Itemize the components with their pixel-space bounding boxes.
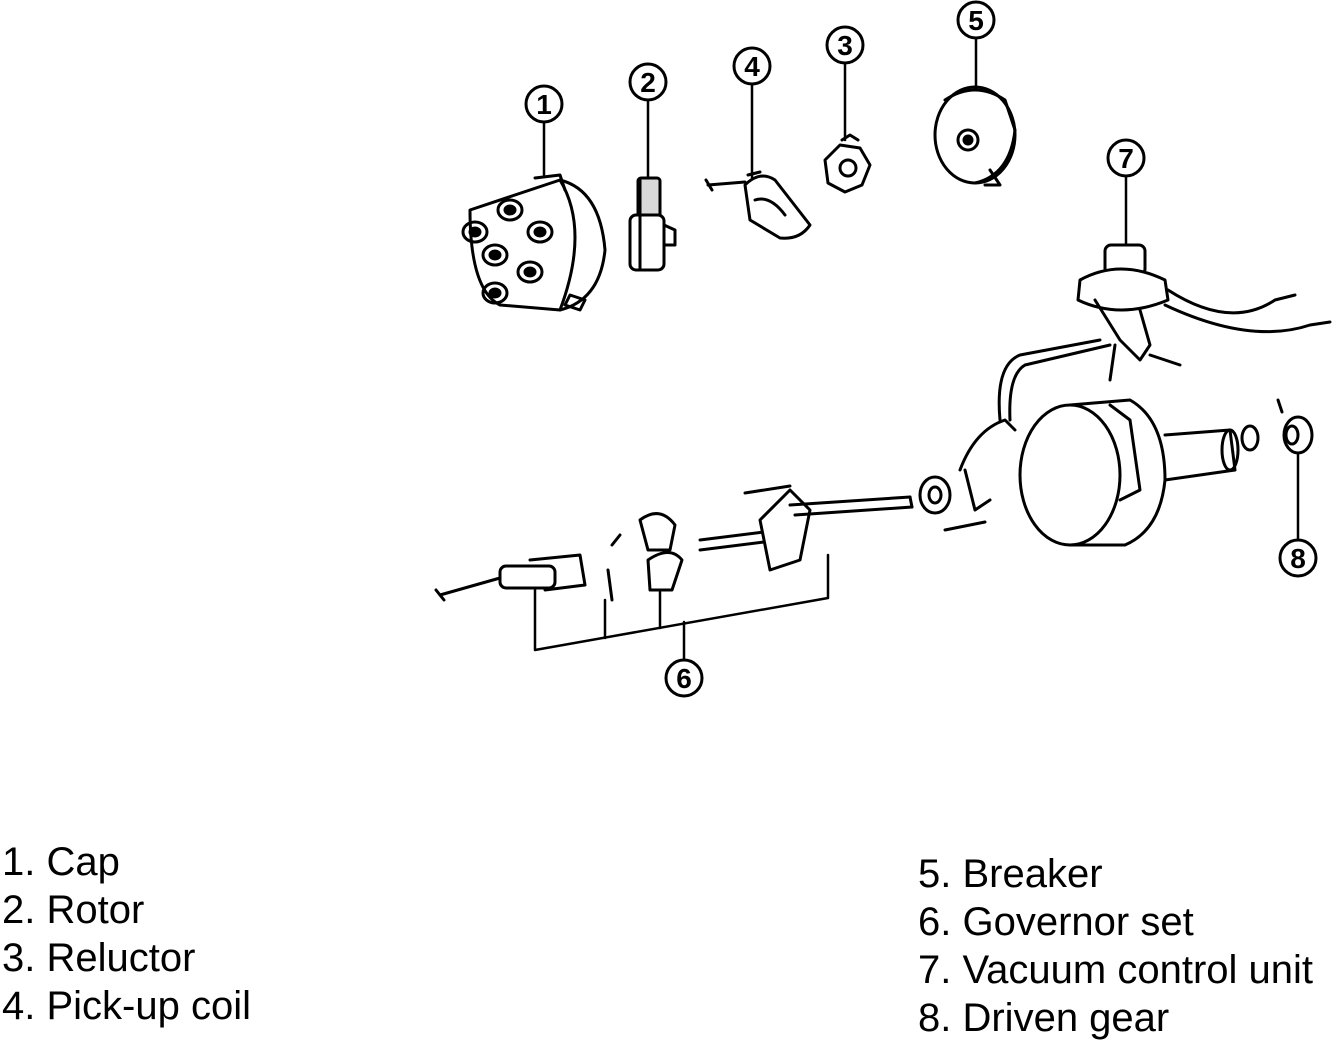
- svg-text:8: 8: [1290, 543, 1306, 574]
- svg-text:4: 4: [744, 51, 760, 82]
- callout-1: 1: [524, 84, 564, 124]
- pick-up-coil-part: [704, 170, 812, 240]
- svg-text:6: 6: [676, 663, 692, 694]
- breaker-part: [933, 85, 1017, 187]
- callout-3: 3: [825, 25, 865, 65]
- washer-part: [918, 424, 1260, 515]
- svg-text:7: 7: [1118, 143, 1134, 174]
- svg-text:5: 5: [968, 5, 984, 36]
- distributor-housing: [943, 398, 1240, 547]
- callout-5: 5: [956, 0, 996, 40]
- driven-gear-part: [1276, 398, 1314, 455]
- reluctor-part: [823, 133, 872, 194]
- legend-item-breaker: 5. Breaker: [918, 852, 1103, 896]
- rotor-part: [628, 176, 677, 272]
- legend-item-rotor: 2. Rotor: [2, 888, 145, 932]
- exploded-distributor-diagram: 1 2 3 4 5 6 7 8: [434, 0, 1332, 698]
- legend-item-reluctor: 3. Reluctor: [2, 936, 196, 980]
- callout-6: 6: [664, 658, 704, 698]
- svg-text:1: 1: [536, 89, 552, 120]
- callout-7: 7: [1106, 138, 1146, 178]
- vacuum-control-unit-part: [997, 243, 1332, 422]
- governor-set-part: [434, 484, 914, 602]
- svg-text:3: 3: [837, 30, 853, 61]
- legend-item-driven-gear: 8. Driven gear: [918, 996, 1170, 1040]
- cap-part: [461, 173, 607, 312]
- leader-lines: [533, 36, 1300, 662]
- svg-text:2: 2: [640, 67, 656, 98]
- callout-2: 2: [628, 62, 668, 102]
- legend-item-governor-set: 6. Governor set: [918, 900, 1194, 944]
- callout-8: 8: [1278, 538, 1318, 578]
- legend-item-cap: 1. Cap: [2, 840, 120, 884]
- legend-left: 1. Cap 2. Rotor 3. Reluctor 4. Pick-up c…: [2, 838, 251, 1030]
- legend-item-pick-up-coil: 4. Pick-up coil: [2, 984, 251, 1028]
- legend-right: 5. Breaker 6. Governor set 7. Vacuum con…: [918, 850, 1313, 1042]
- legend-item-vacuum-control-unit: 7. Vacuum control unit: [918, 948, 1314, 992]
- callout-4: 4: [732, 46, 772, 86]
